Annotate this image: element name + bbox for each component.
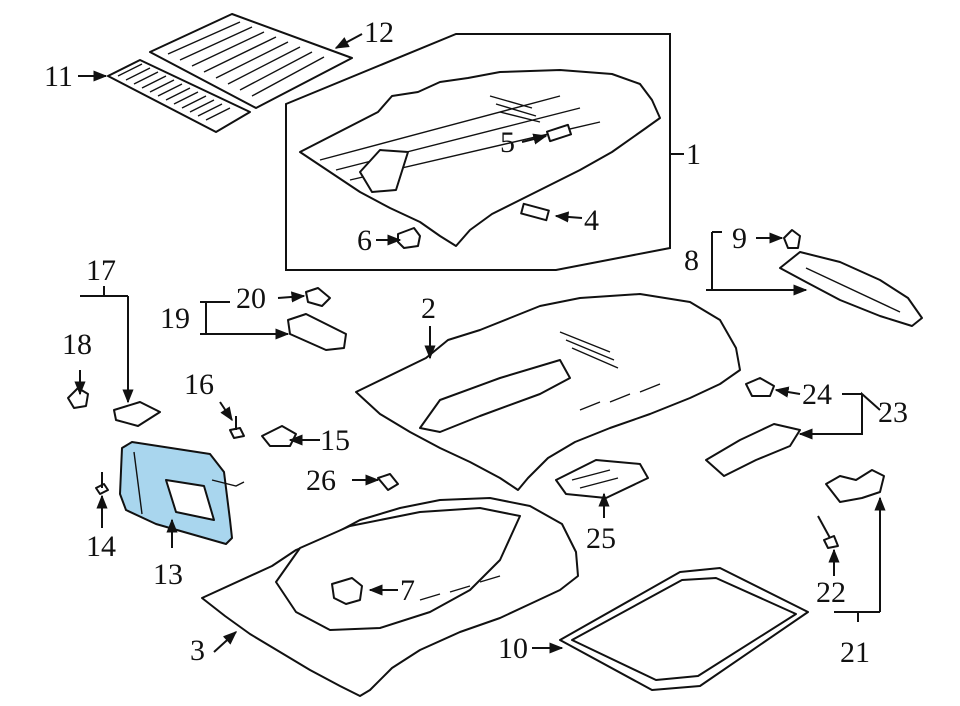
- insulation-pad-11: [107, 59, 251, 133]
- bracket-23: [705, 423, 801, 477]
- callout-24: 24: [802, 378, 832, 411]
- callout-16: 16: [184, 368, 214, 401]
- bracket-7: [331, 577, 363, 605]
- callout-20: 20: [236, 282, 266, 315]
- callout-3: 3: [190, 634, 205, 667]
- screw-14: [95, 472, 109, 495]
- headliner-1: [299, 69, 661, 249]
- clip-9: [783, 229, 801, 249]
- callout-11: 11: [44, 60, 73, 93]
- callout-17: 17: [86, 254, 116, 287]
- leader-lines: [74, 33, 886, 654]
- callout-21: 21: [840, 636, 870, 669]
- callout-22: 22: [816, 576, 846, 609]
- callout-labels: 1 2 3 4 5 6 7 8 9 10 11 12 13 14 15 16 1…: [44, 16, 908, 669]
- grab-handle-21: [825, 469, 885, 503]
- pad-25: [555, 459, 649, 499]
- callout-4: 4: [584, 204, 599, 237]
- callout-15: 15: [320, 424, 350, 457]
- holder-17: [113, 401, 161, 427]
- headliner-box-1: [285, 33, 671, 271]
- callout-5: 5: [500, 126, 515, 159]
- screw-22: [817, 515, 839, 549]
- clip-26: [377, 473, 399, 491]
- insulation-pad-12: [149, 13, 353, 109]
- headliner-2: [355, 293, 741, 491]
- callout-12: 12: [364, 16, 394, 49]
- callout-8: 8: [684, 244, 699, 277]
- headliner-3: [201, 497, 579, 697]
- trim-8: [779, 251, 923, 327]
- sun-visor-13: [119, 441, 245, 545]
- callout-19: 19: [160, 302, 190, 335]
- seal-10: [559, 567, 809, 691]
- bracket-15: [261, 425, 297, 447]
- callout-1: 1: [686, 138, 701, 171]
- clip-18: [67, 387, 89, 409]
- callout-10: 10: [498, 632, 528, 665]
- callout-6: 6: [357, 224, 372, 257]
- callout-25: 25: [586, 522, 616, 555]
- callout-14: 14: [86, 530, 116, 563]
- clip-24: [745, 377, 775, 397]
- callout-2: 2: [421, 292, 436, 325]
- bulb-20: [305, 287, 331, 307]
- callout-7: 7: [400, 574, 415, 607]
- callout-26: 26: [306, 464, 336, 497]
- screw-16: [229, 416, 245, 439]
- lamp-19: [287, 313, 347, 351]
- callout-18: 18: [62, 328, 92, 361]
- callout-13: 13: [153, 558, 183, 591]
- callout-23: 23: [878, 396, 908, 429]
- callout-9: 9: [732, 222, 747, 255]
